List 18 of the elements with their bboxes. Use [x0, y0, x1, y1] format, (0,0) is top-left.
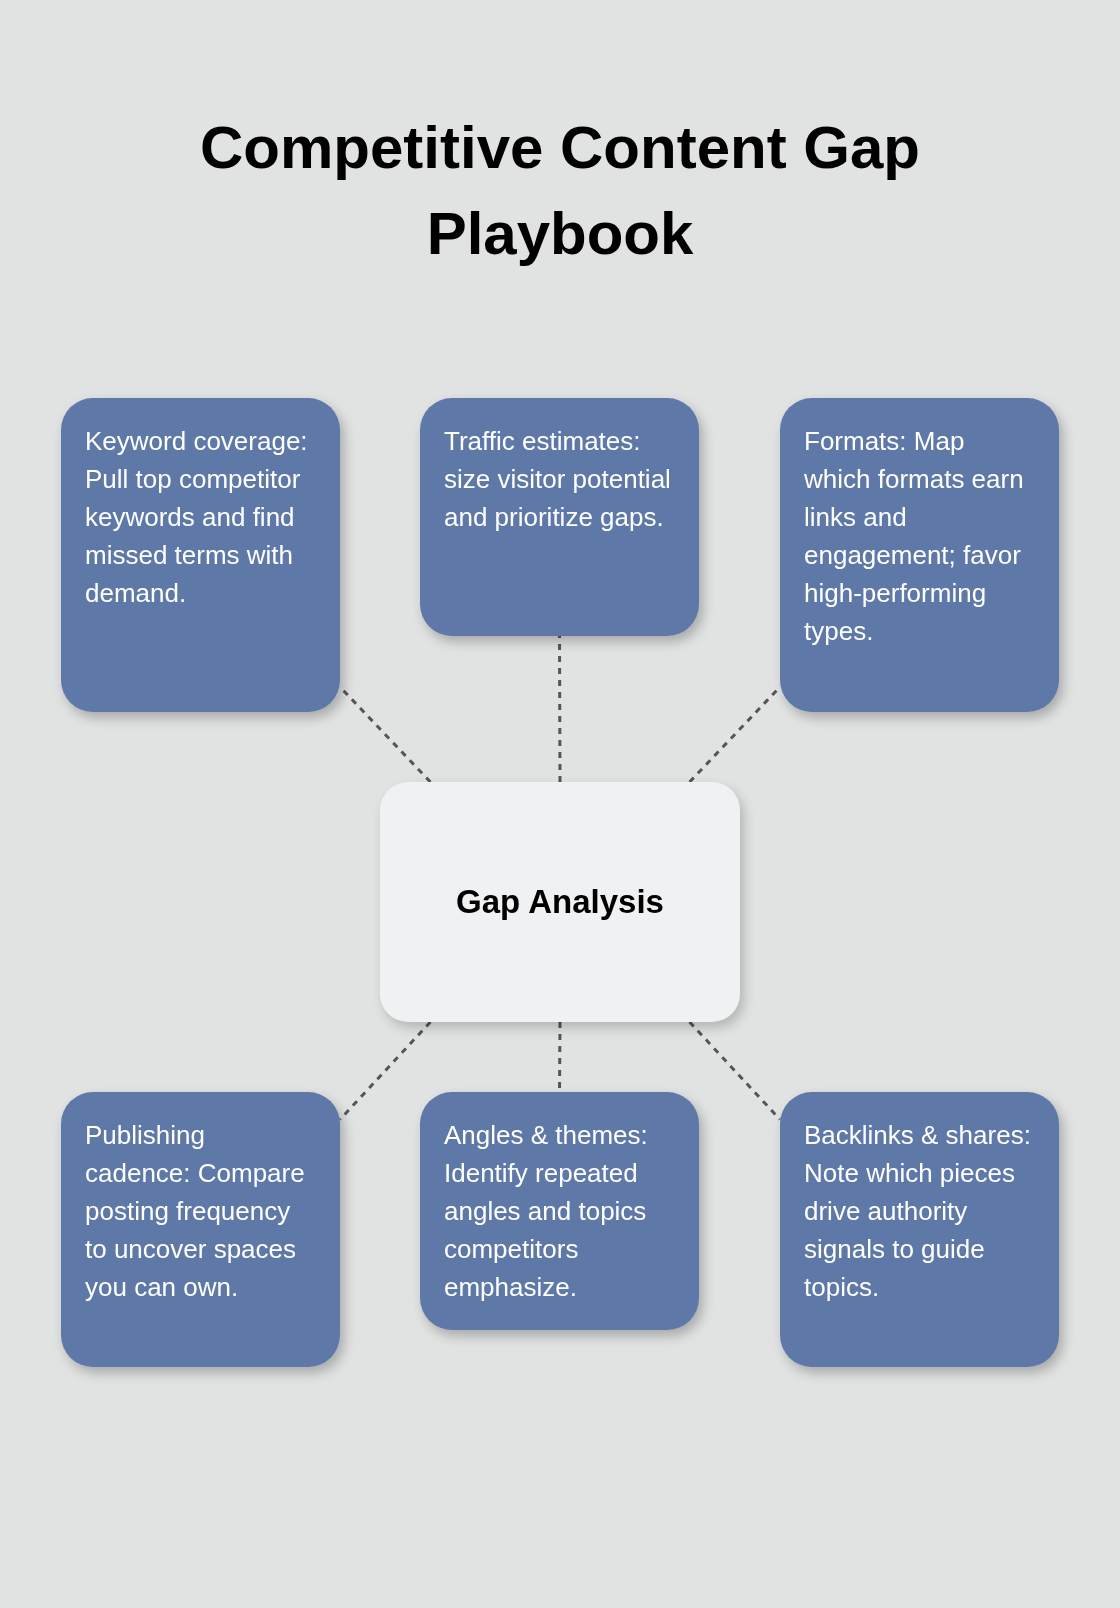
dashed-connector: [688, 1021, 782, 1121]
topic-card: [420, 398, 699, 636]
card-text: Traffic estimates: size visitor potential and prioritize gaps.: [444, 425, 672, 534]
topic-card: [780, 1092, 1059, 1367]
hub-label: Gap Analysis: [456, 882, 664, 923]
title: Competitive Content Gap Playbook: [199, 113, 921, 269]
dashed-connector: [558, 636, 562, 782]
card-text: Formats: Map which formats earn links and engagement; favor high-performing types.: [804, 425, 1025, 648]
card-text: Angles & themes: Identify repeated angles and topics competitors emphasize.: [444, 1119, 649, 1304]
card-text: Publishing cadence: Compare posting frequency to uncover spaces you can own.: [85, 1119, 306, 1304]
dashed-connector: [338, 1021, 432, 1121]
topic-card: [61, 398, 340, 712]
center-box: [380, 782, 740, 1022]
topic-card: [780, 398, 1059, 712]
topic-card: [420, 1092, 699, 1330]
topic-card: [61, 1092, 340, 1367]
card-text: Backlinks & shares: Note which pieces drive authority signals to guide topics.: [804, 1119, 1032, 1304]
card-text: Keyword coverage: Pull top competitor keywords and find missed terms with demand.: [85, 425, 309, 610]
